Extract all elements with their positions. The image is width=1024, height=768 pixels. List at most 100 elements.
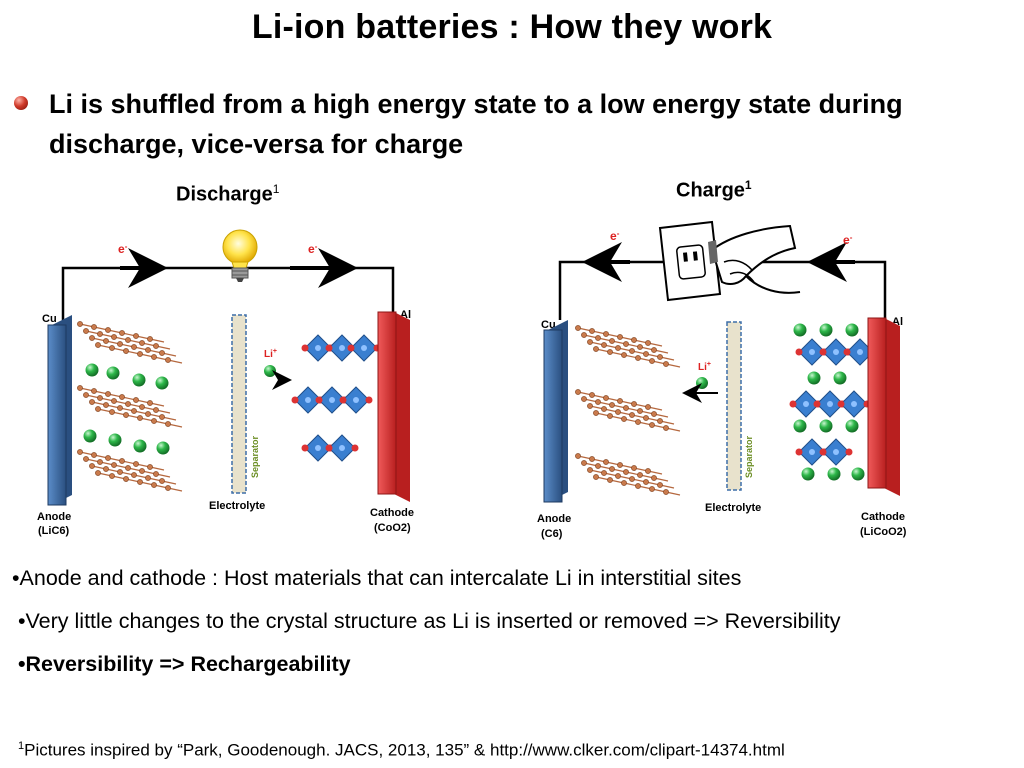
carbon-atom: [631, 465, 637, 471]
oxygen-atom: [845, 448, 853, 456]
cobalt-atom: [353, 397, 359, 403]
oxygen-atom: [813, 400, 821, 408]
oxygen-atom: [795, 348, 803, 356]
carbon-atom: [147, 336, 153, 342]
carbon-atom: [97, 459, 103, 465]
carbon-atom: [651, 347, 657, 353]
al-label: Al: [892, 316, 903, 328]
carbon-atom: [601, 470, 607, 476]
carbon-atom: [657, 354, 663, 360]
carbon-atom: [125, 465, 131, 471]
carbon-atom: [165, 357, 171, 363]
carbon-atom: [117, 341, 123, 347]
carbon-atom: [609, 402, 615, 408]
li-ion: [106, 366, 120, 380]
li-ions-cathode: [793, 323, 865, 481]
carbon-atom: [621, 352, 627, 358]
li-ion: [156, 441, 170, 455]
carbon-atom: [165, 485, 171, 491]
carbon-atom: [629, 412, 635, 418]
carbon-atom: [83, 456, 89, 462]
carbon-atom: [91, 388, 97, 394]
oxygen-atom: [301, 344, 309, 352]
carbon-atom: [165, 421, 171, 427]
carbon-atom: [595, 463, 601, 469]
carbon-atom: [649, 486, 655, 492]
oxygen-atom: [843, 348, 851, 356]
carbon-atom: [617, 398, 623, 404]
graphite-layers: [575, 325, 681, 496]
carbon-atom: [615, 409, 621, 415]
carbon-atom: [139, 340, 145, 346]
carbon-atom: [97, 331, 103, 337]
carbon-atom: [117, 469, 123, 475]
cathode-formula: (CoO2): [374, 522, 411, 534]
carbon-atom: [603, 459, 609, 465]
separator-label: Separator: [744, 435, 754, 478]
discharge-title: Discharge1: [176, 182, 280, 206]
carbon-atom: [109, 345, 115, 351]
carbon-atom: [643, 415, 649, 421]
carbon-atom: [147, 400, 153, 406]
carbon-atom: [589, 392, 595, 398]
carbon-atom: [89, 399, 95, 405]
carbon-atom: [77, 449, 83, 455]
carbon-atom: [119, 330, 125, 336]
carbon-atom: [133, 333, 139, 339]
electron-label: e-: [308, 242, 318, 256]
main-bullet-text: Li is shuffled from a high energy state …: [49, 89, 903, 159]
oxygen-atom: [795, 448, 803, 456]
li-ions-anode: [83, 363, 170, 455]
li-ion: [155, 376, 169, 390]
li-ion: [819, 323, 833, 337]
carbon-atom: [587, 339, 593, 345]
carbon-atom: [131, 472, 137, 478]
cobalt-atom: [329, 397, 335, 403]
carbon-atom: [643, 351, 649, 357]
electron-label: e-: [610, 229, 620, 243]
separator-label: Separator: [250, 435, 260, 478]
electron-label: e-: [118, 242, 128, 256]
carbon-atom: [153, 471, 159, 477]
cobalt-atom: [339, 445, 345, 451]
carbon-atom: [623, 341, 629, 347]
cobalt-atom: [833, 349, 839, 355]
oxygen-atom: [837, 400, 845, 408]
carbon-atom: [629, 476, 635, 482]
carbon-atom: [139, 404, 145, 410]
carbon-atom: [111, 462, 117, 468]
carbon-atom: [623, 469, 629, 475]
cobalt-atom: [803, 401, 809, 407]
li-ion-label: Li+: [264, 348, 277, 360]
li-ion: [827, 467, 841, 481]
carbon-atom: [581, 460, 587, 466]
carbon-atom: [663, 489, 669, 495]
light-bulb-icon: [222, 229, 258, 282]
carbon-atom: [105, 455, 111, 461]
oxygen-atom: [325, 444, 333, 452]
carbon-atom: [123, 476, 129, 482]
carbon-atom: [153, 407, 159, 413]
carbon-atom: [651, 475, 657, 481]
carbon-atom: [139, 468, 145, 474]
carbon-atom: [103, 466, 109, 472]
carbon-atom: [575, 325, 581, 331]
carbon-atom: [587, 403, 593, 409]
carbon-atom: [119, 458, 125, 464]
graphite-layers: [77, 321, 183, 492]
carbon-atom: [111, 334, 117, 340]
carbon-atom: [89, 335, 95, 341]
charge-panel: e- e- Cu Separator Electrolyte Li+: [537, 220, 907, 540]
carbon-atom: [621, 480, 627, 486]
carbon-atom: [103, 402, 109, 408]
cathode-label: Cathode: [370, 507, 414, 519]
cobalt-atom: [833, 449, 839, 455]
carbon-atom: [133, 461, 139, 467]
carbon-atom: [83, 328, 89, 334]
carbon-atom: [151, 482, 157, 488]
carbon-atom: [589, 328, 595, 334]
oxygen-atom: [325, 344, 333, 352]
discharge-wire: [61, 266, 395, 320]
cobalt-atom: [857, 349, 863, 355]
carbon-atom: [637, 344, 643, 350]
